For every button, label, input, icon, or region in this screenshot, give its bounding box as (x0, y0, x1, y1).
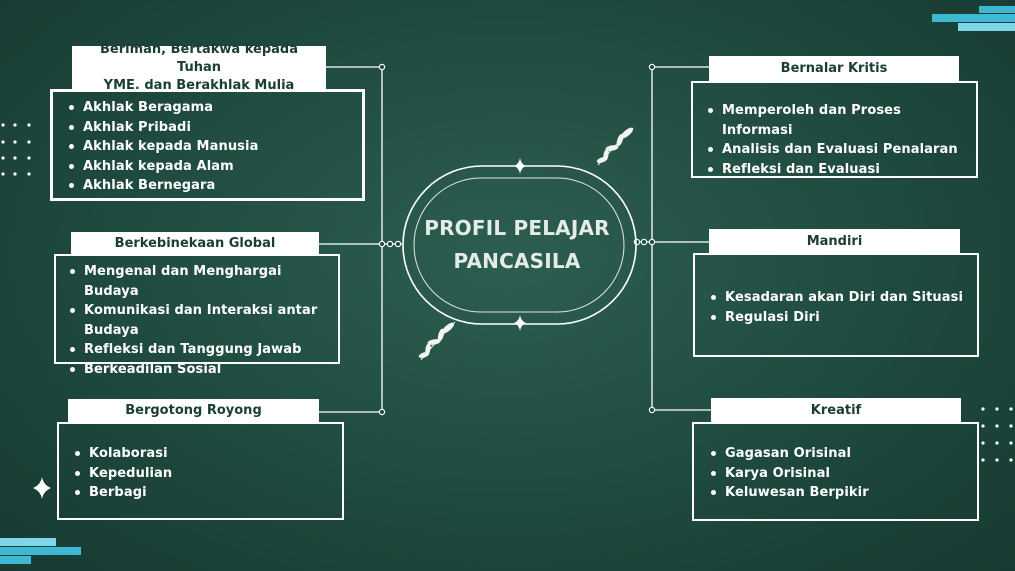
junction-dot (648, 238, 656, 246)
junction-dot (378, 63, 386, 71)
sparkle-icon (514, 315, 526, 331)
list-item: Refleksi dan Evaluasi (706, 160, 976, 180)
junction-dot (640, 238, 648, 246)
list-item-continuation: Budaya (84, 322, 139, 338)
list-item: Kolaborasi (73, 444, 342, 464)
dot-grid-icon (1, 123, 31, 176)
dot-grid-icon (981, 407, 1013, 462)
category-title-mandiri: Mandiri (709, 229, 960, 254)
list-item: Komunikasi dan Interaksi antar (68, 301, 338, 321)
category-list-gotong-royong: Kolaborasi Kepedulian Berbagi (57, 422, 344, 520)
center-title-line-1: PROFIL PELAJAR (424, 216, 610, 240)
accent-stripes-bottom-left (0, 538, 81, 564)
category-list-bernalar-kritis: Memperoleh dan Proses Informasi Analisis… (691, 81, 978, 178)
list-item: Kesadaran akan Diri dan Situasi (709, 288, 977, 308)
list-item: Berkeadilan Sosial (68, 360, 338, 380)
list-item: Analisis dan Evaluasi Penalaran (706, 140, 976, 160)
junction-dot (378, 240, 386, 248)
category-title-beriman: Beriman, Bertakwa kepada Tuhan YME, dan … (72, 42, 326, 93)
category-list-berkebinekaan: Mengenal dan Menghargai Budaya Komunikas… (54, 254, 340, 377)
list-item: Gagasan Orisinal (709, 444, 977, 464)
list-item: Akhlak Beragama (67, 98, 362, 118)
leaf-branch-icon (418, 321, 456, 361)
list-item: Akhlak kepada Alam (67, 157, 362, 177)
list-item: Berbagi (73, 483, 342, 503)
category-list-mandiri: Kesadaran akan Diri dan Situasi Regulasi… (693, 253, 979, 357)
accent-stripes-top-right (932, 6, 1015, 31)
category-title-berkebinekaan: Berkebinekaan Global (71, 232, 319, 255)
list-item: Kepedulian (73, 464, 342, 484)
center-oval-inner (413, 177, 625, 313)
junction-dot (378, 408, 386, 416)
category-list-beriman: Akhlak Beragama Akhlak Pribadi Akhlak ke… (50, 89, 365, 201)
list-item: Karya Orisinal (709, 464, 977, 484)
category-list-kreatif: Gagasan Orisinal Karya Orisinal Keluwesa… (692, 422, 979, 521)
category-title-line-1: Beriman, Bertakwa kepada Tuhan (100, 42, 298, 75)
list-item: Akhlak kepada Manusia (67, 137, 362, 157)
junction-dot (648, 63, 656, 71)
list-item: Memperoleh dan Proses Informasi (706, 101, 976, 140)
category-title-kreatif: Kreatif (711, 398, 961, 423)
sparkle-icon (514, 158, 526, 174)
sparkle-icon (33, 477, 51, 499)
leaf-branch-icon (596, 127, 634, 166)
list-item: Akhlak Bernegara (67, 176, 362, 196)
category-title-bernalar-kritis: Bernalar Kritis (709, 56, 959, 82)
junction-dot (648, 406, 656, 414)
list-item: Regulasi Diri (709, 308, 977, 328)
list-item: Refleksi dan Tanggung Jawab (68, 340, 338, 360)
category-title-gotong-royong: Bergotong Royong (68, 399, 319, 423)
list-item: Mengenal dan Menghargai Budaya (68, 262, 338, 301)
junction-dot (394, 240, 402, 248)
list-item: Keluwesan Berpikir (709, 483, 977, 503)
center-title-line-2: PANCASILA (453, 249, 581, 273)
junction-dot (386, 240, 394, 248)
list-item: Akhlak Pribadi (67, 118, 362, 138)
center-title: PROFIL PELAJAR PANCASILA (412, 212, 622, 278)
